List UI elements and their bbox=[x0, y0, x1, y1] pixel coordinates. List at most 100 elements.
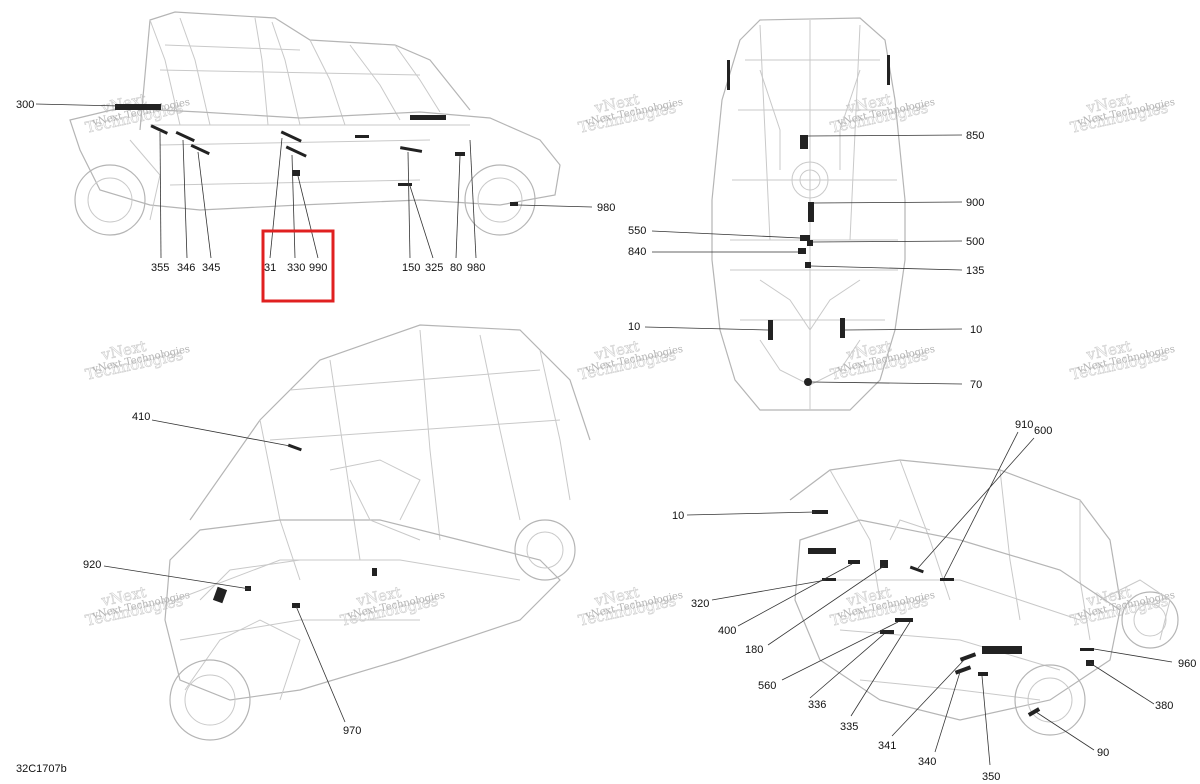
callout-345[interactable]: 345 bbox=[202, 262, 220, 274]
front-view-drawing bbox=[164, 324, 591, 741]
callout-960[interactable]: 960 bbox=[1178, 658, 1196, 670]
callout-500[interactable]: 500 bbox=[966, 236, 984, 248]
callout-560[interactable]: 560 bbox=[758, 680, 776, 692]
decal-top-left bbox=[727, 60, 730, 90]
decal-345 bbox=[190, 143, 210, 156]
decal-960 bbox=[1080, 648, 1094, 651]
callout-31[interactable]: 31 bbox=[264, 262, 276, 274]
decal-rear-logo-2 bbox=[982, 646, 1022, 654]
watermark: vNext Technologies vNext Technologies bbox=[83, 337, 191, 384]
callout-410[interactable]: 410 bbox=[132, 411, 150, 423]
decal-325 bbox=[398, 183, 412, 186]
decal-80 bbox=[455, 152, 465, 156]
diagram-code: 32C1707b bbox=[16, 763, 67, 775]
decal-330 bbox=[285, 145, 307, 158]
callout-150[interactable]: 150 bbox=[402, 262, 420, 274]
callout-910[interactable]: 910 bbox=[1015, 419, 1033, 431]
decal-340 bbox=[954, 665, 972, 675]
callout-350[interactable]: 350 bbox=[982, 771, 1000, 783]
decal-600 bbox=[909, 565, 924, 574]
callout-180[interactable]: 180 bbox=[745, 644, 763, 656]
callout-990[interactable]: 990 bbox=[309, 262, 327, 274]
decal-10-left bbox=[768, 320, 773, 340]
callout-850[interactable]: 850 bbox=[966, 130, 984, 142]
watermark: vNext Technologies vNext Technologies bbox=[828, 90, 936, 137]
decal-850 bbox=[800, 135, 808, 149]
watermark: vNext Technologies vNext Technologies bbox=[1068, 337, 1176, 384]
decal-560 bbox=[895, 618, 913, 622]
rear-view-drawing bbox=[789, 459, 1179, 736]
decal-top-right bbox=[887, 55, 890, 85]
callout-400[interactable]: 400 bbox=[718, 625, 736, 637]
decal-341 bbox=[959, 652, 977, 662]
callout-970[interactable]: 970 bbox=[343, 725, 361, 737]
callout-840[interactable]: 840 bbox=[628, 246, 646, 258]
callout-90[interactable]: 90 bbox=[1097, 747, 1109, 759]
decal-336 bbox=[880, 630, 894, 634]
callout-380[interactable]: 380 bbox=[1155, 700, 1173, 712]
callout-10-right[interactable]: 10 bbox=[970, 324, 982, 336]
callout-355[interactable]: 355 bbox=[151, 262, 169, 274]
side-view-drawing bbox=[69, 11, 561, 236]
top-view-drawing bbox=[711, 17, 906, 411]
callout-980-right[interactable]: 980 bbox=[597, 202, 615, 214]
decal-135 bbox=[805, 262, 811, 268]
decal-70 bbox=[804, 378, 812, 386]
watermarks: vNext Technologies vNext Technologies vN… bbox=[83, 90, 1176, 630]
callout-340[interactable]: 340 bbox=[918, 756, 936, 768]
decal-90 bbox=[1027, 707, 1041, 717]
watermark: vNext Technologies vNext Technologies bbox=[83, 583, 191, 630]
decal-346 bbox=[175, 130, 195, 143]
front-view-callouts: 410 920 970 bbox=[83, 411, 361, 737]
callout-10-left[interactable]: 10 bbox=[628, 321, 640, 333]
decal-500 bbox=[807, 240, 813, 246]
decal-910 bbox=[940, 578, 954, 581]
rear-view-callouts: 910 600 10 320 400 180 560 336 335 341 3… bbox=[672, 419, 1196, 783]
callout-330[interactable]: 330 bbox=[287, 262, 305, 274]
callout-600[interactable]: 600 bbox=[1034, 425, 1052, 437]
callout-80[interactable]: 80 bbox=[450, 262, 462, 274]
callout-550[interactable]: 550 bbox=[628, 225, 646, 237]
decal-150 bbox=[399, 146, 423, 153]
callout-300[interactable]: 300 bbox=[16, 99, 34, 111]
callout-980-bottom[interactable]: 980 bbox=[467, 262, 485, 274]
decal-logo bbox=[410, 115, 446, 120]
callout-rear-10[interactable]: 10 bbox=[672, 510, 684, 522]
watermark: vNext Technologies vNext Technologies bbox=[1068, 90, 1176, 137]
callout-920[interactable]: 920 bbox=[83, 559, 101, 571]
callout-341[interactable]: 341 bbox=[878, 740, 896, 752]
watermark: vNext Technologies vNext Technologies bbox=[576, 337, 684, 384]
decal-350 bbox=[978, 672, 988, 676]
decal-840 bbox=[798, 248, 806, 254]
watermark: vNext Technologies vNext Technologies bbox=[338, 583, 446, 630]
watermark: vNext Technologies vNext Technologies bbox=[576, 583, 684, 630]
callout-135[interactable]: 135 bbox=[966, 265, 984, 277]
decal-10-right bbox=[840, 318, 845, 338]
callout-70[interactable]: 70 bbox=[970, 379, 982, 391]
decal-180 bbox=[880, 560, 888, 568]
decal-300 bbox=[115, 104, 161, 110]
callout-335[interactable]: 335 bbox=[840, 721, 858, 733]
decal-920-a bbox=[212, 586, 228, 604]
decal-400 bbox=[848, 560, 860, 564]
decal-front-side bbox=[372, 568, 377, 576]
top-view-callouts: 850 900 550 500 840 135 10 10 70 bbox=[628, 130, 984, 391]
callout-336[interactable]: 336 bbox=[808, 699, 826, 711]
callout-346[interactable]: 346 bbox=[177, 262, 195, 274]
callout-325[interactable]: 325 bbox=[425, 262, 443, 274]
callout-320[interactable]: 320 bbox=[691, 598, 709, 610]
decal-410 bbox=[287, 443, 302, 452]
decal-970 bbox=[292, 603, 300, 608]
watermark: vNext Technologies vNext Technologies bbox=[576, 90, 684, 137]
watermark: vNext Technologies vNext Technologies bbox=[828, 583, 936, 630]
decal-355 bbox=[150, 124, 169, 135]
highlight-box bbox=[261, 229, 335, 303]
decal-900 bbox=[808, 202, 814, 222]
callout-900[interactable]: 900 bbox=[966, 197, 984, 209]
decal-990 bbox=[292, 170, 300, 176]
decal-rear-logo-1 bbox=[808, 548, 836, 554]
decal-rear-10 bbox=[812, 510, 828, 514]
decal-550 bbox=[800, 235, 810, 241]
decal-320 bbox=[822, 578, 836, 581]
